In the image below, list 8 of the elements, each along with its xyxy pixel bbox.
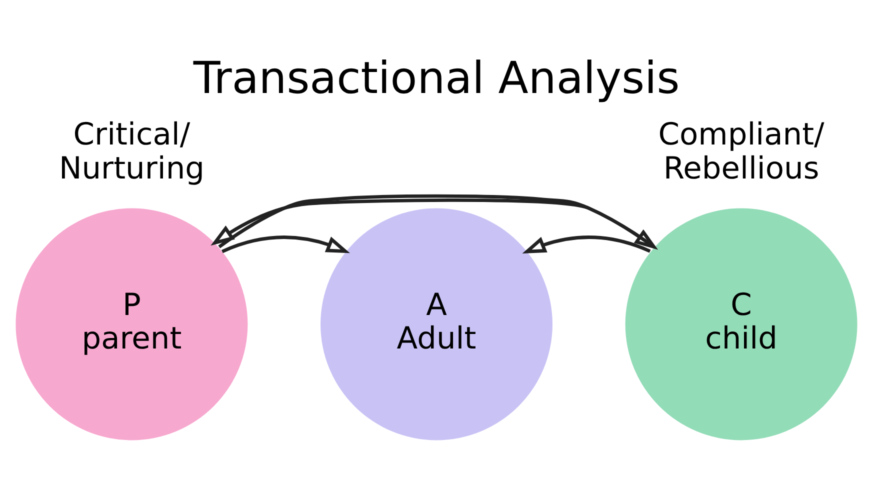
node-label: Critical/ Nurturing bbox=[58, 117, 204, 186]
node-circle: P parent bbox=[16, 208, 248, 440]
node-label: Compliant/ Rebellious bbox=[658, 117, 824, 186]
arrow bbox=[222, 235, 350, 253]
node-circle: C child bbox=[625, 208, 858, 440]
arrow bbox=[522, 235, 651, 254]
diagram-title: Transactional Analysis bbox=[193, 52, 680, 104]
node-circle: A Adult bbox=[320, 208, 552, 440]
